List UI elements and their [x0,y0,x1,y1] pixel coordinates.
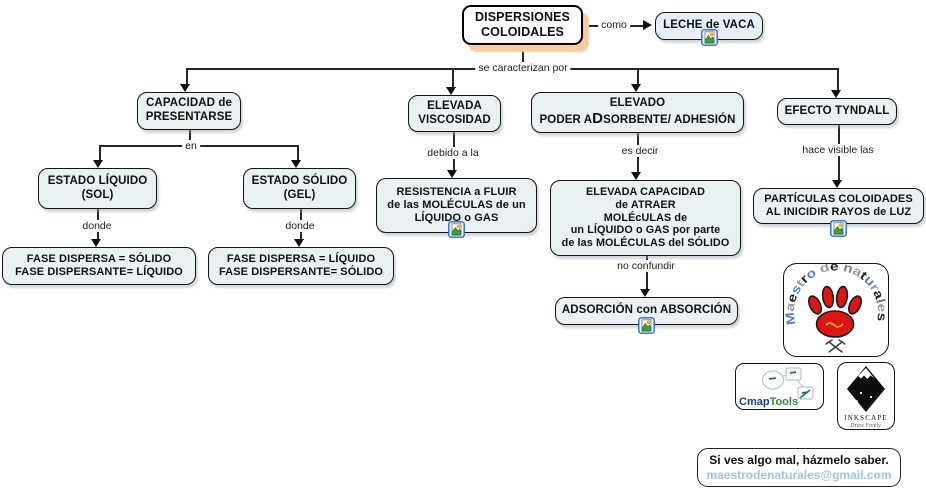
concept-label: RESISTENCIA a FLUIR [396,186,517,199]
connector-line [522,45,524,68]
concept-label: PRESENTARSE [145,111,233,123]
cmaptools-icon: CmapTools [739,367,814,408]
concept-label: ELEVADA CAPACIDAD [585,186,706,199]
connector-line [189,130,191,145]
concept-label: de las MOLÉCULAS del SÓLIDO [561,237,730,250]
linking-phrase-es-decir[interactable]: es decir [618,145,662,157]
image-resource-icon[interactable] [448,221,465,238]
arrowhead [93,160,103,168]
concept-label: VISCOSIDAD [418,113,491,126]
inkscape-logo: INKSCAPE Draw Freely. [837,362,895,430]
arrowhead [643,20,652,30]
concept-label: ESTADO LÍQUIDO [47,174,148,187]
arrowhead [631,172,641,180]
connector-line [186,68,188,84]
connector-line [646,256,648,289]
image-resource-icon[interactable] [701,29,718,46]
concept-label: DISPERSIONES [475,10,570,25]
concept-elevada-viscosidad[interactable]: ELEVADA VISCOSIDAD [408,95,501,132]
concept-fase-dispersa-liquido[interactable]: FASE DISPERSA = LÍQUIDO FASE DISPERSANTE… [208,247,394,285]
concept-label: LECHE de VACA [663,19,755,32]
concept-label: ELEVADO [609,97,666,110]
concept-capacidad-de-presentarse[interactable]: CAPACIDAD de PRESENTARSE [137,92,241,130]
concept-label: CAPACIDAD de [146,97,232,110]
concept-label: LÍQUIDO o GAS [414,211,499,224]
image-resource-icon[interactable] [830,220,847,237]
arrowhead [640,289,650,297]
linking-phrase-en[interactable]: en [182,140,200,152]
concept-label: FASE DISPERSA = SÓLIDO [26,253,172,266]
concept-estado-liquido-sol[interactable]: ESTADO LÍQUIDO (SOL) [38,168,157,209]
concept-dispersiones-coloidales[interactable]: DISPERSIONES COLOIDALES [462,5,583,45]
linking-phrase-no-confundir[interactable]: no confundir [614,260,678,272]
arrowhead [831,90,841,98]
inkscape-mountain-icon: INKSCAPE Draw Freely. [844,366,888,429]
arrowhead [291,160,301,168]
concept-fase-dispersa-solido[interactable]: FASE DISPERSA = SÓLIDO FASE DISPERSANTE=… [2,247,196,285]
connector-line [452,68,454,87]
crossed-hammers-icon [825,339,846,353]
arrowhead [631,84,641,92]
concept-label: AL INICIDIR RAYOS de LUZ [765,206,912,218]
linking-phrase-donde-right[interactable]: donde [282,220,318,232]
linking-phrase-donde-left[interactable]: donde [79,220,115,232]
linking-phrase-hace-visible-las[interactable]: hace visible las [799,144,877,156]
concept-elevada-capacidad-de-atraer[interactable]: ELEVADA CAPACIDAD de ATRAER MOLÉcULAS de… [550,180,741,256]
contact-email-link[interactable]: maestrodenaturales@gmail.com [706,467,892,482]
concept-label: EFECTO TYNDALL [784,104,890,117]
connector-line [637,68,639,84]
svg-text:CmapTools: CmapTools [739,396,798,408]
concept-label: (SOL) [81,188,114,201]
arrowhead [447,170,457,178]
feedback-message: Si ves algo mal, házmelo saber. [709,452,889,467]
arrowhead [91,239,101,247]
svg-text:INKSCAPE: INKSCAPE [844,414,888,422]
concept-label: COLOIDALES [481,25,564,39]
arrowhead [446,87,456,95]
svg-text:Maestro de naturales: Maestro de naturales [784,264,888,326]
linking-phrase-como[interactable]: como [598,19,630,31]
linking-phrase-se-caracterizan[interactable]: se caracterizan por [475,62,571,74]
concept-label: FASE DISPERSANTE= SÓLIDO [218,266,384,278]
arrowhead [294,239,304,247]
arrowhead [832,180,842,188]
connector-line [99,145,101,160]
concept-label: PARTÍCULAS COLOIDADES [764,193,913,206]
concept-label: (GEL) [283,188,316,201]
connector-line [837,68,839,90]
concept-label: ELEVADA [427,99,482,112]
concept-label: FASE DISPERSA = LÍQUIDO [226,253,376,266]
concept-estado-solido-gel[interactable]: ESTADO SÓLIDO (GEL) [243,168,356,209]
connector-line [297,145,299,160]
concept-label: ESTADO SÓLIDO [251,174,348,187]
concept-label: de ATRAER [615,198,676,211]
concept-label: ADSORCIÓN con ABSORCIÓN [561,304,732,317]
arrowhead [180,84,190,92]
image-resource-icon[interactable] [638,317,655,334]
concept-particulas-coloidales[interactable]: PARTÍCULAS COLOIDADES AL INICIDIR RAYOS … [753,188,924,224]
concept-efecto-tyndall[interactable]: EFECTO TYNDALL [777,98,897,125]
concept-label: FASE DISPERSANTE= LÍQUIDO [15,266,183,278]
linking-phrase-debido-a-la[interactable]: debido a la [424,147,482,159]
feedback-note: Si ves algo mal, házmelo saber. maestrod… [697,448,901,487]
cmaptools-logo: CmapTools [735,363,824,410]
concept-label: de las MOLÉCULAS de un [387,199,526,212]
concept-label: un LÍQUIDO o GAS por parte [570,224,721,237]
concept-label: MOLÉcULAS de [603,211,688,224]
svg-text:Draw Freely.: Draw Freely. [849,423,882,429]
